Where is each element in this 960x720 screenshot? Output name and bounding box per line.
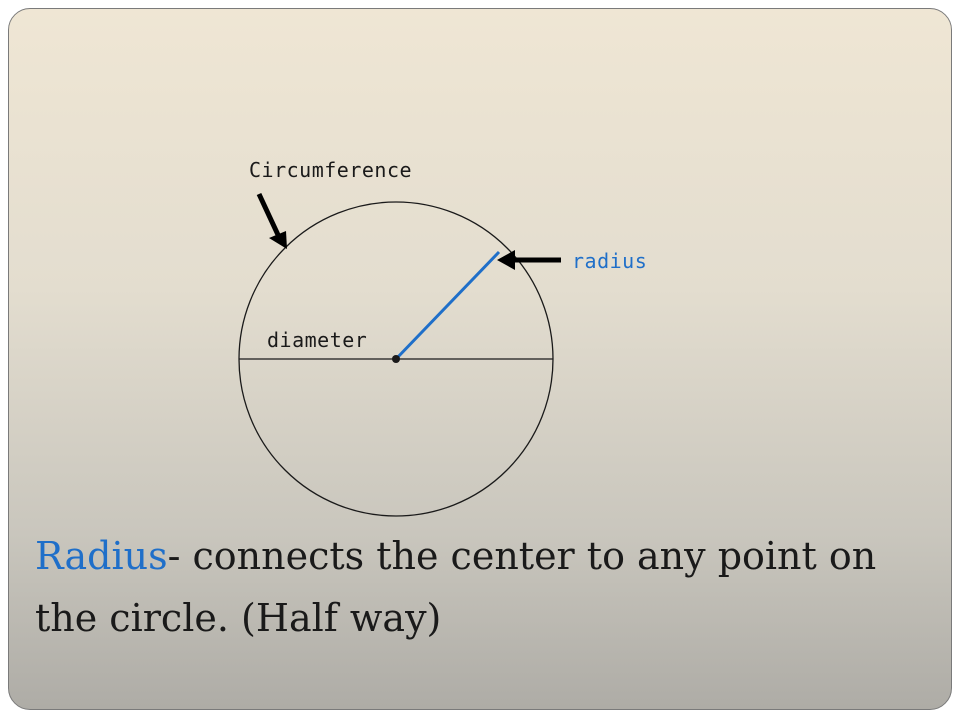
caption-text: Radius- connects the center to any point… (35, 525, 935, 649)
caption-rest: - connects the center to any point on th… (35, 534, 877, 640)
center-point (392, 355, 400, 363)
diameter-label: diameter (267, 328, 367, 352)
slide: Circumference radius diameter Radius- co… (8, 8, 952, 710)
circle-diagram: Circumference radius diameter (238, 158, 647, 517)
circumference-label: Circumference (249, 158, 412, 182)
radius-line (394, 250, 501, 361)
caption-highlight: Radius (35, 534, 168, 578)
radius-arrow (497, 250, 561, 270)
circumference-arrow (256, 192, 287, 249)
radius-label: radius (572, 249, 647, 273)
